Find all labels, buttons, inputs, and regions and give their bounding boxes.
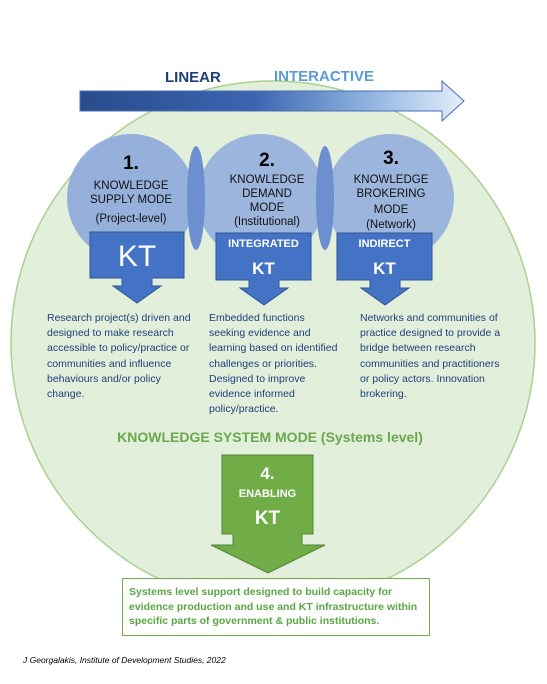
mode-2-level: (Institutional) [234,216,300,228]
mode-2-kt: KT [252,259,275,278]
kt-arrow-3 [336,232,433,306]
mode-2-kt-tag: INTEGRATED [228,238,299,250]
system-description-box: Systems level support designed to build … [122,578,430,636]
mode-1-description: Research project(s) driven and designed … [47,312,191,401]
mode-1-title-line-2: SUPPLY MODE [89,194,173,206]
mode-2-title-line-2: DEMAND [242,188,292,200]
mode-3-description: Networks and communities of practice des… [360,312,501,401]
mode-2-description: Embedded functions seeking evidence and … [209,312,338,416]
mode-1-level: (Project-level) [95,213,167,225]
mode-2-title-line-1: KNOWLEDGE [229,174,305,186]
mode-3-title-line-1: KNOWLEDGE [353,174,429,186]
mode-3-kt: KT [373,259,396,278]
enabling-label: ENABLING [238,488,297,500]
circle-overlap-1-fill [187,146,205,250]
enabling-arrow [210,454,326,574]
kt-arrow-2 [215,232,312,306]
interactive-label: INTERACTIVE [274,68,375,85]
credit-line: J Georgalakis, Institute of Development … [23,655,226,665]
mode-circle-supply [67,134,195,262]
mode-3-title-line-3: MODE [373,204,409,216]
kt-arrow-1 [89,231,185,304]
mode-1-kt: KT [117,240,157,273]
mode-2-number: 2. [259,150,275,171]
mode-3-number: 3. [383,148,399,169]
mode-3-level: (Network) [366,219,416,231]
system-mode-title: KNOWLEDGE SYSTEM MODE (Systems level) [117,429,423,445]
mode-circle-brokering [326,134,454,262]
enabling-kt: KT [254,508,281,529]
mode-3-kt-tag: INDIRECT [358,238,411,250]
circle-overlap-2-fill [316,146,334,250]
mode-2-title-line-3: MODE [249,202,285,214]
linear-interactive-arrow [79,79,465,123]
enabling-number: 4. [260,464,275,483]
mode-3-title-line-2: BROKERING [356,188,426,200]
mode-1-title-line-1: KNOWLEDGE [93,180,169,192]
linear-label: LINEAR [165,69,221,86]
mode-circle-demand [197,134,325,262]
mode-1-number: 1. [123,153,139,174]
